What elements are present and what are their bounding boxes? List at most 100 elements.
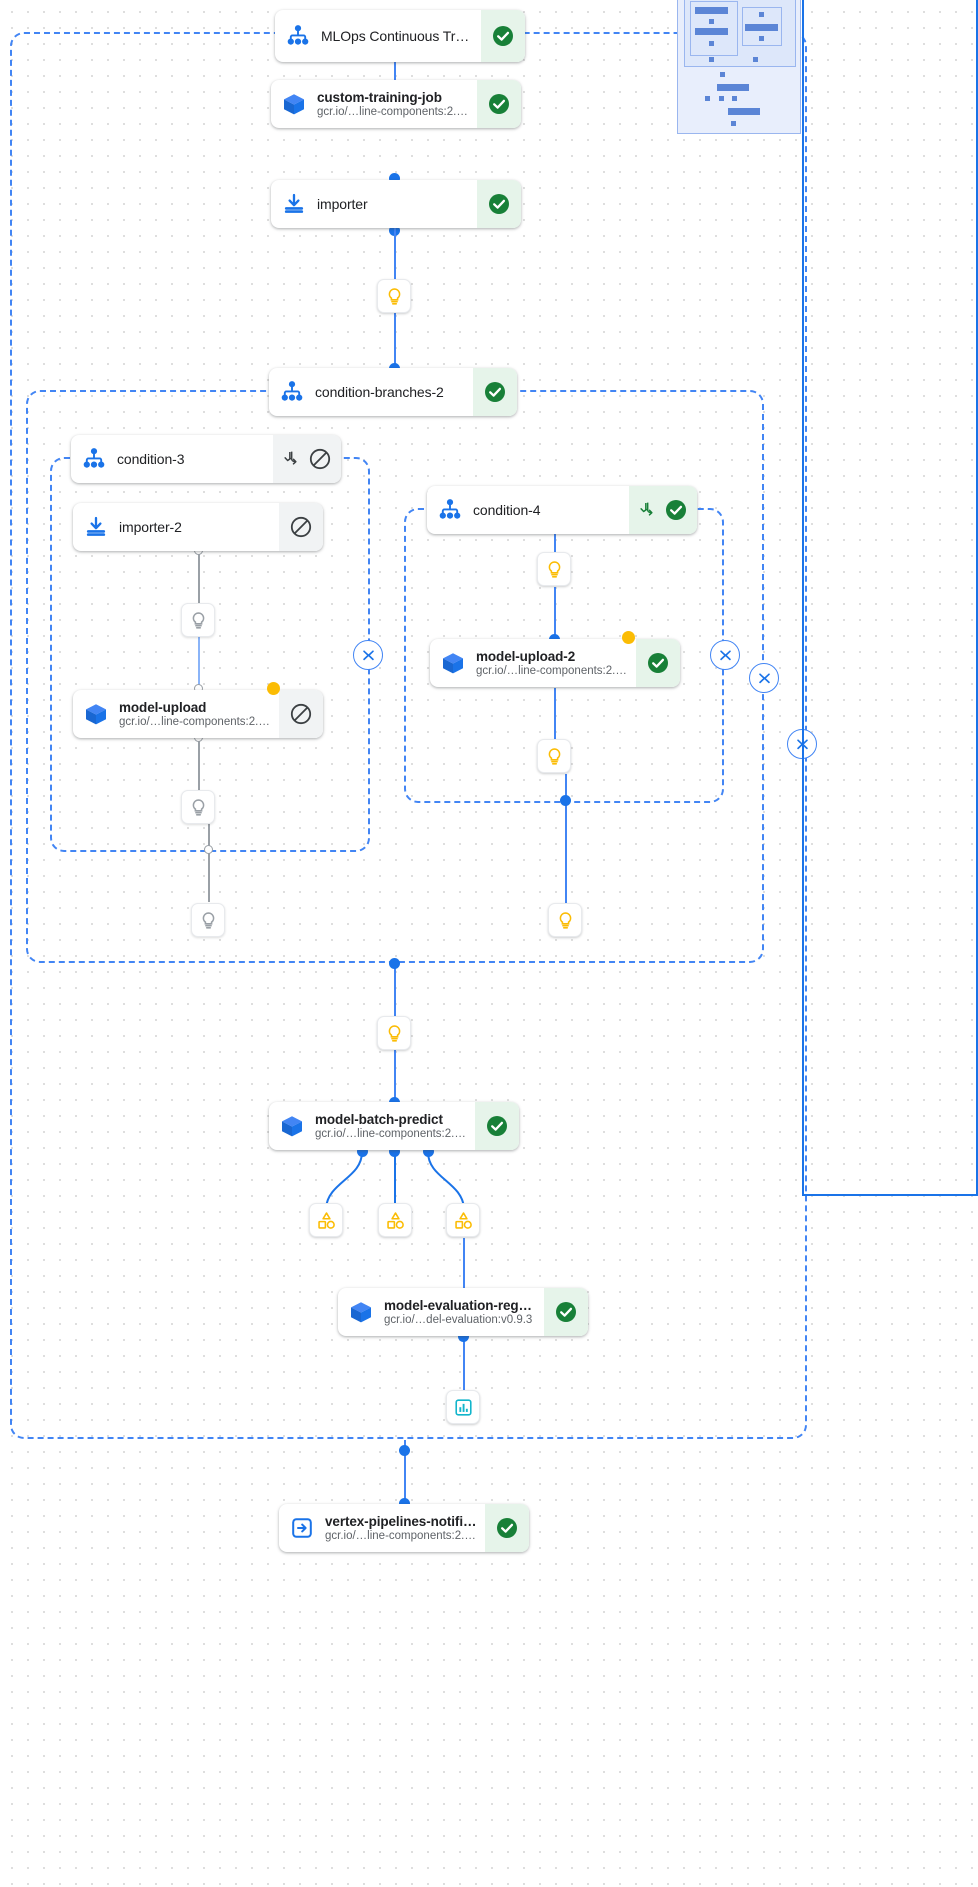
blocked-circle-icon <box>290 516 312 538</box>
minimap-node <box>695 28 728 35</box>
check-circle-icon <box>488 193 510 215</box>
minimap-viewport-rect[interactable] <box>802 0 978 1196</box>
status-badge-succeeded[interactable] <box>481 10 525 62</box>
collapse-toggle-condition-3[interactable] <box>353 640 383 670</box>
minimap-node <box>731 121 736 126</box>
port-out-batch-predict-1 <box>357 1146 368 1157</box>
check-circle-icon <box>496 1517 518 1539</box>
node-subtitle: gcr.io/…line-components:2.6.0 <box>476 665 628 677</box>
artifact-model-lightbulb-1[interactable] <box>377 279 411 313</box>
port-root-exit <box>399 1445 410 1456</box>
container-box-icon <box>338 1288 384 1336</box>
edge-artifact-to-model-upload <box>198 637 200 689</box>
status-badge-skipped[interactable] <box>279 690 323 738</box>
edge-model-upload2-to-artifact <box>554 688 556 740</box>
pipeline-hierarchy-icon <box>269 368 315 416</box>
node-body: model-upload-2 gcr.io/…line-components:2… <box>476 639 636 687</box>
node-importer[interactable]: importer <box>271 180 521 228</box>
node-subtitle: gcr.io/…line-components:2.6.0 <box>119 716 271 728</box>
bar-chart-metrics-icon <box>454 1398 472 1416</box>
node-mlops-continuous-training[interactable]: MLOps Continuous Traini… <box>275 10 525 62</box>
node-body: importer-2 <box>119 503 279 551</box>
status-badge-succeeded[interactable] <box>475 1102 519 1150</box>
container-box-icon <box>430 639 476 687</box>
artifact-model-lightbulb-3[interactable] <box>537 739 571 773</box>
port-out-custom-training <box>389 173 400 184</box>
artifact-model-lightbulb-skipped-1[interactable] <box>181 603 215 637</box>
artifact-dataset-3[interactable] <box>446 1203 480 1237</box>
artifact-model-lightbulb-skipped-2[interactable] <box>181 790 215 824</box>
artifact-model-lightbulb-skipped-3[interactable] <box>191 903 225 937</box>
node-body: model-batch-predict gcr.io/…line-compone… <box>315 1102 475 1150</box>
minimap-node <box>709 41 714 46</box>
blocked-circle-icon <box>309 448 331 470</box>
node-model-upload-2[interactable]: model-upload-2 gcr.io/…line-components:2… <box>430 639 680 687</box>
collapse-toggle-condition-branches-2[interactable] <box>749 663 779 693</box>
status-badge-skipped[interactable] <box>273 435 341 483</box>
minimap-node <box>745 24 778 31</box>
node-condition-branches-2[interactable]: condition-branches-2 <box>269 368 517 416</box>
node-body: importer <box>317 180 477 228</box>
node-condition-3[interactable]: condition-3 <box>71 435 341 483</box>
node-vertex-pipelines-notification[interactable]: vertex-pipelines-notificat… gcr.io/…line… <box>279 1504 529 1552</box>
minimap-node <box>705 96 710 101</box>
node-subtitle: gcr.io/…line-components:2.6.0 <box>325 1530 477 1542</box>
edge-model-upload-artifact-to-exit <box>208 824 210 902</box>
edge-mlops-to-custom-training <box>394 60 396 84</box>
status-badge-succeeded[interactable] <box>485 1504 529 1552</box>
node-model-evaluation-regression[interactable]: model-evaluation-regres… gcr.io/…del-eva… <box>338 1288 588 1336</box>
check-circle-icon <box>647 652 669 674</box>
artifact-model-lightbulb-2[interactable] <box>537 552 571 586</box>
blocked-circle-icon <box>290 703 312 725</box>
pipeline-hierarchy-icon <box>427 486 473 534</box>
status-badge-succeeded[interactable] <box>477 80 521 128</box>
artifact-dataset-1[interactable] <box>309 1203 343 1237</box>
node-model-batch-predict[interactable]: model-batch-predict gcr.io/…line-compone… <box>269 1102 519 1150</box>
status-badge-skipped[interactable] <box>279 503 323 551</box>
node-body: MLOps Continuous Traini… <box>321 10 481 62</box>
node-subtitle: gcr.io/…line-components:2.6.0 <box>315 1128 467 1140</box>
status-badge-succeeded[interactable] <box>477 180 521 228</box>
dataset-shapes-icon <box>317 1211 335 1229</box>
artifact-dataset-2[interactable] <box>378 1203 412 1237</box>
status-badge-succeeded[interactable] <box>629 486 697 534</box>
port-branches-exit <box>389 958 400 969</box>
node-body: model-evaluation-regres… gcr.io/…del-eva… <box>384 1288 544 1336</box>
edge-model-evaluation-to-metrics <box>463 1336 465 1392</box>
branch-skip-icon <box>640 501 653 516</box>
node-importer-2[interactable]: importer-2 <box>73 503 323 551</box>
exit-arrow-icon <box>279 1504 325 1552</box>
status-badge-succeeded[interactable] <box>473 368 517 416</box>
graph-minimap[interactable] <box>677 0 801 134</box>
model-lightbulb-icon <box>192 611 204 629</box>
status-badge-succeeded[interactable] <box>636 639 680 687</box>
minimap-node <box>709 19 714 24</box>
status-badge-succeeded[interactable] <box>544 1288 588 1336</box>
port-out-model-evaluation <box>458 1331 469 1342</box>
artifact-metrics-1[interactable] <box>446 1390 480 1424</box>
node-title: condition-branches-2 <box>315 384 444 400</box>
warning-dot-model-upload-2[interactable] <box>622 631 635 644</box>
minimap-node <box>717 84 749 91</box>
node-model-upload[interactable]: model-upload gcr.io/…line-components:2.6… <box>73 690 323 738</box>
model-lightbulb-icon <box>548 747 560 765</box>
edge-model-upload-to-artifact <box>198 738 200 790</box>
node-custom-training-job[interactable]: custom-training-job gcr.io/…line-compone… <box>271 80 521 128</box>
node-condition-4[interactable]: condition-4 <box>427 486 697 534</box>
warning-dot-model-upload[interactable] <box>267 682 280 695</box>
model-lightbulb-icon <box>192 798 204 816</box>
minimap-node <box>759 12 764 17</box>
minimap-node <box>759 36 764 41</box>
collapse-toggle-condition-4[interactable] <box>710 640 740 670</box>
artifact-model-lightbulb-4[interactable] <box>548 903 582 937</box>
edge-artifact-to-model-upload-2 <box>554 587 556 639</box>
node-title: condition-4 <box>473 502 541 518</box>
edge-artifact-to-condition4-exit <box>565 774 567 904</box>
artifact-model-lightbulb-5[interactable] <box>377 1016 411 1050</box>
dataset-shapes-icon <box>386 1211 404 1229</box>
collapse-chevrons-icon <box>719 649 731 660</box>
node-body: model-upload gcr.io/…line-components:2.6… <box>119 690 279 738</box>
node-title: model-evaluation-regres… <box>384 1298 536 1313</box>
port-in-notification <box>399 1498 410 1509</box>
